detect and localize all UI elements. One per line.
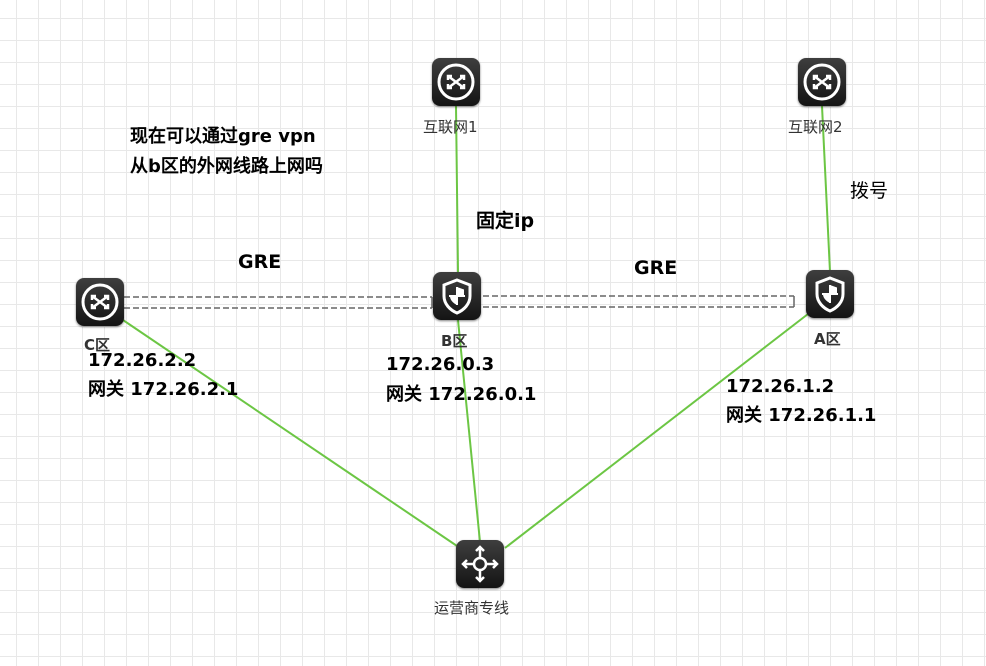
link-internet1-zone-b (455, 105, 459, 273)
gre-tunnel-b-a (483, 295, 795, 308)
link-zone-b-carrier (457, 319, 481, 543)
question-line-1: 现在可以通过gre vpn (130, 126, 316, 147)
zone-a-firewall-icon[interactable] (806, 270, 854, 318)
internet1-switch-icon[interactable] (432, 58, 480, 106)
internet1-label: 互联网1 (423, 118, 478, 136)
question-line-2: 从b区的外网线路上网吗 (130, 156, 323, 177)
gre-left-label: GRE (238, 251, 282, 273)
zone-b-label: B区 (441, 332, 468, 350)
carrier-label: 运营商专线 (434, 599, 510, 617)
link-zone-c-carrier (119, 317, 461, 549)
zone-b-ip: 172.26.0.3 (386, 354, 495, 375)
carrier-router-icon[interactable] (456, 540, 504, 588)
gre-right-label: GRE (634, 257, 678, 279)
internet2-switch-icon[interactable] (798, 58, 846, 106)
link-zone-a-carrier (504, 313, 809, 549)
static-ip-label: 固定ip (476, 210, 535, 232)
gre-tunnel-c-b (124, 296, 433, 309)
internet2-label: 互联网2 (788, 118, 843, 136)
zone-c-gateway: 网关 172.26.2.1 (88, 379, 239, 400)
zone-b-firewall-icon[interactable] (433, 272, 481, 320)
zone-b-gateway: 网关 172.26.0.1 (386, 384, 537, 405)
link-internet2-zone-a (821, 105, 831, 273)
zone-a-label: A区 (814, 330, 841, 348)
dialup-label: 拨号 (850, 180, 889, 202)
zone-c-label: C区 (84, 336, 111, 354)
zone-a-ip: 172.26.1.2 (726, 376, 835, 397)
zone-c-switch-icon[interactable] (76, 278, 124, 326)
zone-c-ip: 172.26.2.2 (88, 350, 197, 371)
zone-a-gateway: 网关 172.26.1.1 (726, 405, 877, 426)
